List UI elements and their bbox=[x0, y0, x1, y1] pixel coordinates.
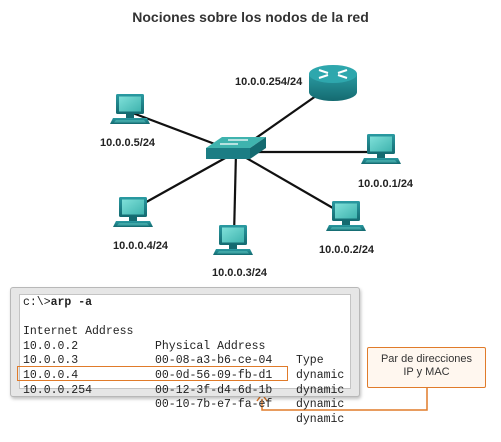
mac-cell: 00-0d-56-09-fb-d1 bbox=[155, 368, 273, 382]
diagram-title: Nociones sobre los nodos de la red bbox=[132, 9, 369, 25]
pc-icon-4[interactable] bbox=[113, 197, 153, 227]
header-type: Type bbox=[296, 354, 324, 368]
type-cell: dynamic bbox=[296, 368, 345, 382]
ip-mac-pair-highlight bbox=[17, 366, 288, 381]
mac-cell: 00-12-3f-d4-6d-1b bbox=[155, 383, 273, 397]
pc-icon-5[interactable] bbox=[110, 94, 150, 124]
link-pc-3 bbox=[232, 151, 238, 237]
pc-icon-3[interactable] bbox=[213, 225, 253, 255]
ip-mac-pair-callout: Par de direcciones IP y MAC bbox=[367, 347, 486, 388]
header-internet-address: Internet Address bbox=[23, 325, 134, 339]
prompt: c:\> bbox=[23, 296, 51, 309]
switch-icon[interactable] bbox=[206, 137, 266, 159]
link-pc-4 bbox=[131, 151, 237, 211]
pc-address-label-3: 10.0.0.3/24 bbox=[212, 267, 268, 279]
router-address-label: 10.0.0.254/24 bbox=[235, 76, 303, 88]
pc-icon-1[interactable] bbox=[361, 134, 401, 164]
header-physical-address: Physical Address bbox=[155, 339, 266, 353]
table-row-highlighted: 10.0.0.254 00-10-7b-e7-fa-ef dynamic bbox=[23, 369, 350, 426]
table-row: 10.0.0.3 00-0d-56-09-fb-d1 dynamic bbox=[23, 340, 350, 396]
link-pc-2 bbox=[235, 151, 346, 216]
table-header-row: Internet Address Physical Address Type bbox=[23, 311, 350, 367]
pc-address-label-5: 10.0.0.5/24 bbox=[100, 137, 156, 149]
ip-cell: 10.0.0.4 bbox=[23, 368, 79, 382]
table-row: 10.0.0.4 00-12-3f-d4-6d-1b dynamic bbox=[23, 354, 350, 411]
pc-address-label-4: 10.0.0.4/24 bbox=[113, 240, 169, 252]
type-cell: dynamic bbox=[296, 383, 345, 397]
command-window: c:\>arp -a Internet Address Physical Add… bbox=[10, 287, 360, 426]
mac-cell: 00-10-7b-e7-fa-ef bbox=[155, 398, 273, 412]
command-output[interactable]: c:\>arp -a Internet Address Physical Add… bbox=[19, 294, 351, 426]
pc-address-label-1: 10.0.0.1/24 bbox=[358, 178, 414, 190]
command-text: arp -a bbox=[50, 296, 93, 309]
type-cell: dynamic bbox=[296, 398, 345, 412]
table-row: 10.0.0.2 00-08-a3-b6-ce-04 dynamic bbox=[23, 325, 350, 382]
ip-cell: 10.0.0.254 bbox=[23, 383, 93, 397]
command-prompt-line: c:\>arp -a bbox=[23, 296, 350, 311]
router-icon[interactable] bbox=[309, 65, 357, 101]
ip-cell: 10.0.0.3 bbox=[23, 354, 79, 368]
ip-cell: 10.0.0.2 bbox=[23, 339, 79, 353]
type-cell: dynamic bbox=[296, 412, 345, 426]
pc-address-label-2: 10.0.0.2/24 bbox=[319, 244, 375, 256]
pc-icon-2[interactable] bbox=[326, 201, 366, 231]
callout-line-1: Par de direcciones bbox=[380, 353, 473, 365]
callout-line-2: IP y MAC bbox=[403, 366, 450, 378]
mac-cell: 00-08-a3-b6-ce-04 bbox=[155, 354, 273, 368]
